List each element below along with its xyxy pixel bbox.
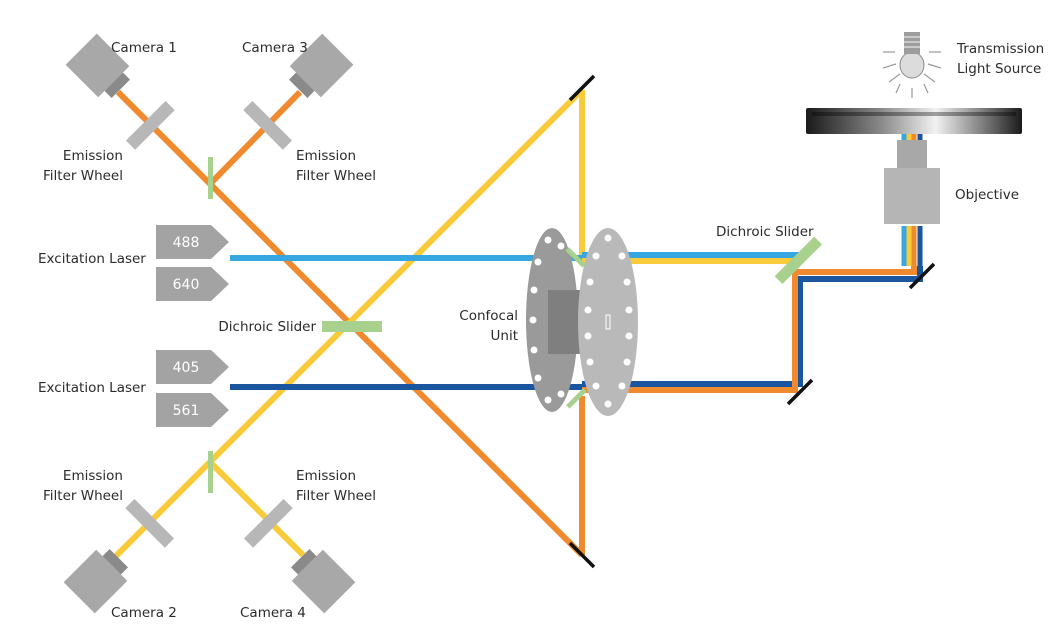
filter-wheel-camera3: [243, 100, 293, 150]
mirrors: [568, 74, 936, 569]
confocal-unit-label-1: Confocal: [459, 308, 518, 324]
mirror-top: [568, 74, 596, 102]
confocal-unit: [526, 228, 638, 416]
mirror-lower-right: [786, 378, 814, 406]
camera-2-label: Camera 2: [111, 605, 177, 621]
excitation-laser-label-bottom: Excitation Laser: [38, 380, 146, 396]
filter-wheel-camera2: [125, 498, 175, 548]
emission-filter-wheel-label-2b: Filter Wheel: [43, 488, 123, 504]
dichroic-slider-right: [774, 236, 823, 285]
transmission-label-1: Transmission: [956, 41, 1044, 57]
dichroic-upper-left: [208, 157, 213, 199]
microscope-stage: [806, 108, 1022, 134]
laser-label-640: 640: [173, 277, 200, 293]
bulb-icon: [882, 32, 942, 98]
confocal-dichroic-bottom: [566, 388, 587, 409]
confocal-unit-label-2: Unit: [491, 328, 518, 344]
confocal-core: [548, 290, 580, 354]
confocal-dichroic-top: [565, 247, 586, 268]
laser-tag-640: 640: [156, 267, 229, 301]
confocal-disk-front: [578, 228, 638, 416]
confocal-center-slit: [605, 314, 611, 330]
labels: Camera 1 Camera 3 Camera 2 Camera 4 Emis…: [38, 40, 1044, 621]
emission-filter-wheel-label-4a: Emission: [296, 468, 356, 484]
camera-3: [289, 33, 354, 98]
beam-orange-camera3-branch: [207, 89, 303, 187]
emission-filter-wheel-label-2a: Emission: [63, 468, 123, 484]
laser-tag-488: 488: [156, 225, 229, 259]
emission-filter-wheel-label-3b: Filter Wheel: [296, 168, 376, 184]
camera-1-label: Camera 1: [111, 40, 177, 56]
dichroic-slider-center: [322, 321, 382, 332]
emission-filter-wheels: [125, 100, 293, 548]
confocal-pinholes-rear: [529, 236, 565, 404]
dichroic-slider-label-right: Dichroic Slider: [716, 224, 814, 240]
camera-4: [291, 549, 356, 614]
laser-label-405: 405: [173, 360, 200, 376]
confocal-pinholes-front: [584, 234, 633, 408]
filter-wheel-camera1: [125, 100, 175, 150]
laser-label-488: 488: [173, 235, 200, 251]
mirror-objective: [908, 262, 936, 290]
camera-2: [63, 549, 128, 614]
filter-wheel-camera4: [243, 498, 293, 548]
laser-tag-405: 405: [156, 350, 229, 384]
dichroic-elements: [208, 157, 823, 493]
dichroic-lower-left: [208, 451, 213, 493]
laser-tag-561: 561: [156, 393, 229, 427]
camera-3-label: Camera 3: [242, 40, 308, 56]
dichroic-slider-label-center: Dichroic Slider: [218, 319, 316, 335]
emission-filter-wheel-label-1a: Emission: [63, 148, 123, 164]
beam-yellow-camera4-branch: [207, 459, 306, 558]
mirror-bottom: [568, 541, 596, 569]
emission-filter-wheel-label-1b: Filter Wheel: [43, 168, 123, 184]
emission-filter-wheel-label-4b: Filter Wheel: [296, 488, 376, 504]
laser-label-561: 561: [173, 403, 200, 419]
camera-4-label: Camera 4: [240, 605, 306, 621]
camera-1: [65, 33, 130, 98]
objective: [884, 140, 940, 224]
excitation-laser-label-top: Excitation Laser: [38, 251, 146, 267]
transmission-label-2: Light Source: [957, 61, 1041, 77]
objective-label: Objective: [955, 187, 1019, 203]
emission-filter-wheel-label-3a: Emission: [296, 148, 356, 164]
